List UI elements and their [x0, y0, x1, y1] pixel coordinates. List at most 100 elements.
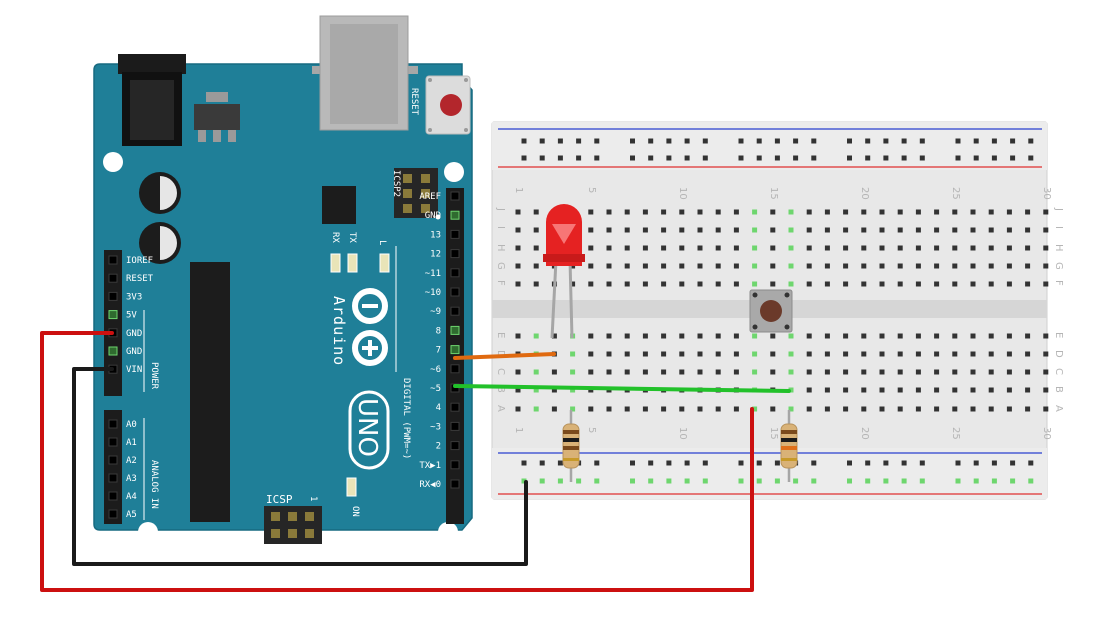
breadboard-hole: [915, 351, 921, 357]
rail-hole: [973, 460, 979, 466]
breadboard-hole: [752, 333, 758, 339]
breadboard-hole: [861, 227, 867, 233]
breadboard-hole: [697, 351, 703, 357]
atmega-chip: [190, 262, 230, 522]
breadboard-hole: [915, 369, 921, 375]
breadboard-hole: [515, 369, 521, 375]
rail-hole: [756, 155, 762, 161]
breadboard-hole: [624, 245, 630, 251]
usb-interface-chip: [322, 186, 356, 224]
header-pin: [108, 419, 118, 429]
header-pin: [450, 210, 460, 220]
breadboard-hole: [715, 209, 721, 215]
breadboard-hole: [515, 406, 521, 412]
reset-button-screw: [464, 128, 468, 132]
icsp2-pin: [421, 204, 430, 213]
breadboard-hole: [642, 281, 648, 287]
breadboard-hole: [551, 406, 557, 412]
led-anode-leg: [568, 259, 574, 339]
row-letter: E: [495, 332, 506, 338]
icsp2-header: [394, 168, 438, 218]
pin-label: A0: [126, 420, 137, 430]
rx-led: [330, 253, 341, 273]
breadboard-hole: [1025, 227, 1031, 233]
brand-name: Arduino: [330, 296, 348, 366]
breadboard-hole: [1025, 406, 1031, 412]
breadboard-hole: [570, 387, 576, 393]
breadboard-hole: [606, 333, 612, 339]
rail-hole: [738, 460, 744, 466]
pin-label: RX◀0: [419, 480, 441, 490]
breadboard-hole: [679, 351, 685, 357]
breadboard-hole: [697, 263, 703, 269]
pin-label: GND: [126, 347, 142, 357]
pin-label: ~10: [425, 288, 441, 298]
pulldown-resistor: [780, 410, 798, 482]
resistor-band: [563, 446, 579, 450]
breadboard-hole: [970, 281, 976, 287]
rail-hole: [684, 478, 690, 484]
row-letter: B: [1053, 386, 1064, 393]
breadboard-hole: [897, 263, 903, 269]
breadboard-hole: [843, 227, 849, 233]
breadboard-hole: [697, 245, 703, 251]
rail-hole: [666, 460, 672, 466]
breadboard-hole: [970, 369, 976, 375]
rail-hole: [847, 460, 852, 466]
breadboard-hole: [570, 369, 576, 375]
breadboard-hole: [843, 281, 849, 287]
rail-hole: [955, 155, 961, 161]
breadboard-hole: [824, 333, 830, 339]
breadboard-hole: [897, 333, 903, 339]
breadboard-hole: [1006, 333, 1012, 339]
breadboard-hole: [897, 227, 903, 233]
rail-hole: [684, 155, 690, 161]
rail-hole: [919, 138, 925, 144]
rail-hole: [793, 138, 799, 144]
breadboard-hole: [915, 263, 921, 269]
header-pin: [450, 479, 460, 489]
rail-hole: [630, 478, 635, 484]
push-button: [749, 289, 793, 333]
breadboard-hole: [788, 369, 794, 375]
rail-hole: [811, 138, 817, 144]
power-group-label: POWER: [149, 362, 159, 390]
pin-label: TX▶1: [419, 461, 441, 471]
reset-button-screw: [428, 78, 432, 82]
breadboard-hole: [752, 369, 758, 375]
rail-hole: [630, 460, 635, 466]
wire-pin7: [453, 384, 791, 393]
rail-hole: [539, 138, 545, 144]
pin-label: A5: [126, 510, 137, 520]
breadboard-hole: [861, 209, 867, 215]
header-pin: [450, 249, 460, 259]
row-letter: A: [1053, 405, 1064, 412]
rail-hole: [738, 478, 744, 484]
resistor-band: [781, 458, 797, 461]
logo-ring: [352, 330, 388, 366]
breadboard-hole: [661, 351, 667, 357]
pin-label: ~3: [430, 422, 441, 432]
rail-hole: [847, 138, 852, 144]
breadboard-hole: [788, 333, 794, 339]
button-corner: [752, 324, 758, 330]
rail-hole: [1010, 460, 1016, 466]
mounting-hole: [444, 162, 464, 182]
pin-label: RESET: [126, 274, 154, 284]
breadboard-hole: [661, 281, 667, 287]
row-letter: J: [1053, 207, 1064, 211]
breadboard-hole: [952, 263, 958, 269]
led-rim: [543, 254, 585, 262]
breadboard-hole: [861, 281, 867, 287]
breadboard-hole: [806, 245, 812, 251]
breadboard-hole: [915, 209, 921, 215]
icsp-pin: [271, 529, 280, 538]
rail-hole: [756, 138, 762, 144]
breadboard-hole: [843, 387, 849, 393]
rail-hole: [865, 138, 871, 144]
rail-hole: [594, 138, 600, 144]
breadboard-hole: [588, 263, 594, 269]
